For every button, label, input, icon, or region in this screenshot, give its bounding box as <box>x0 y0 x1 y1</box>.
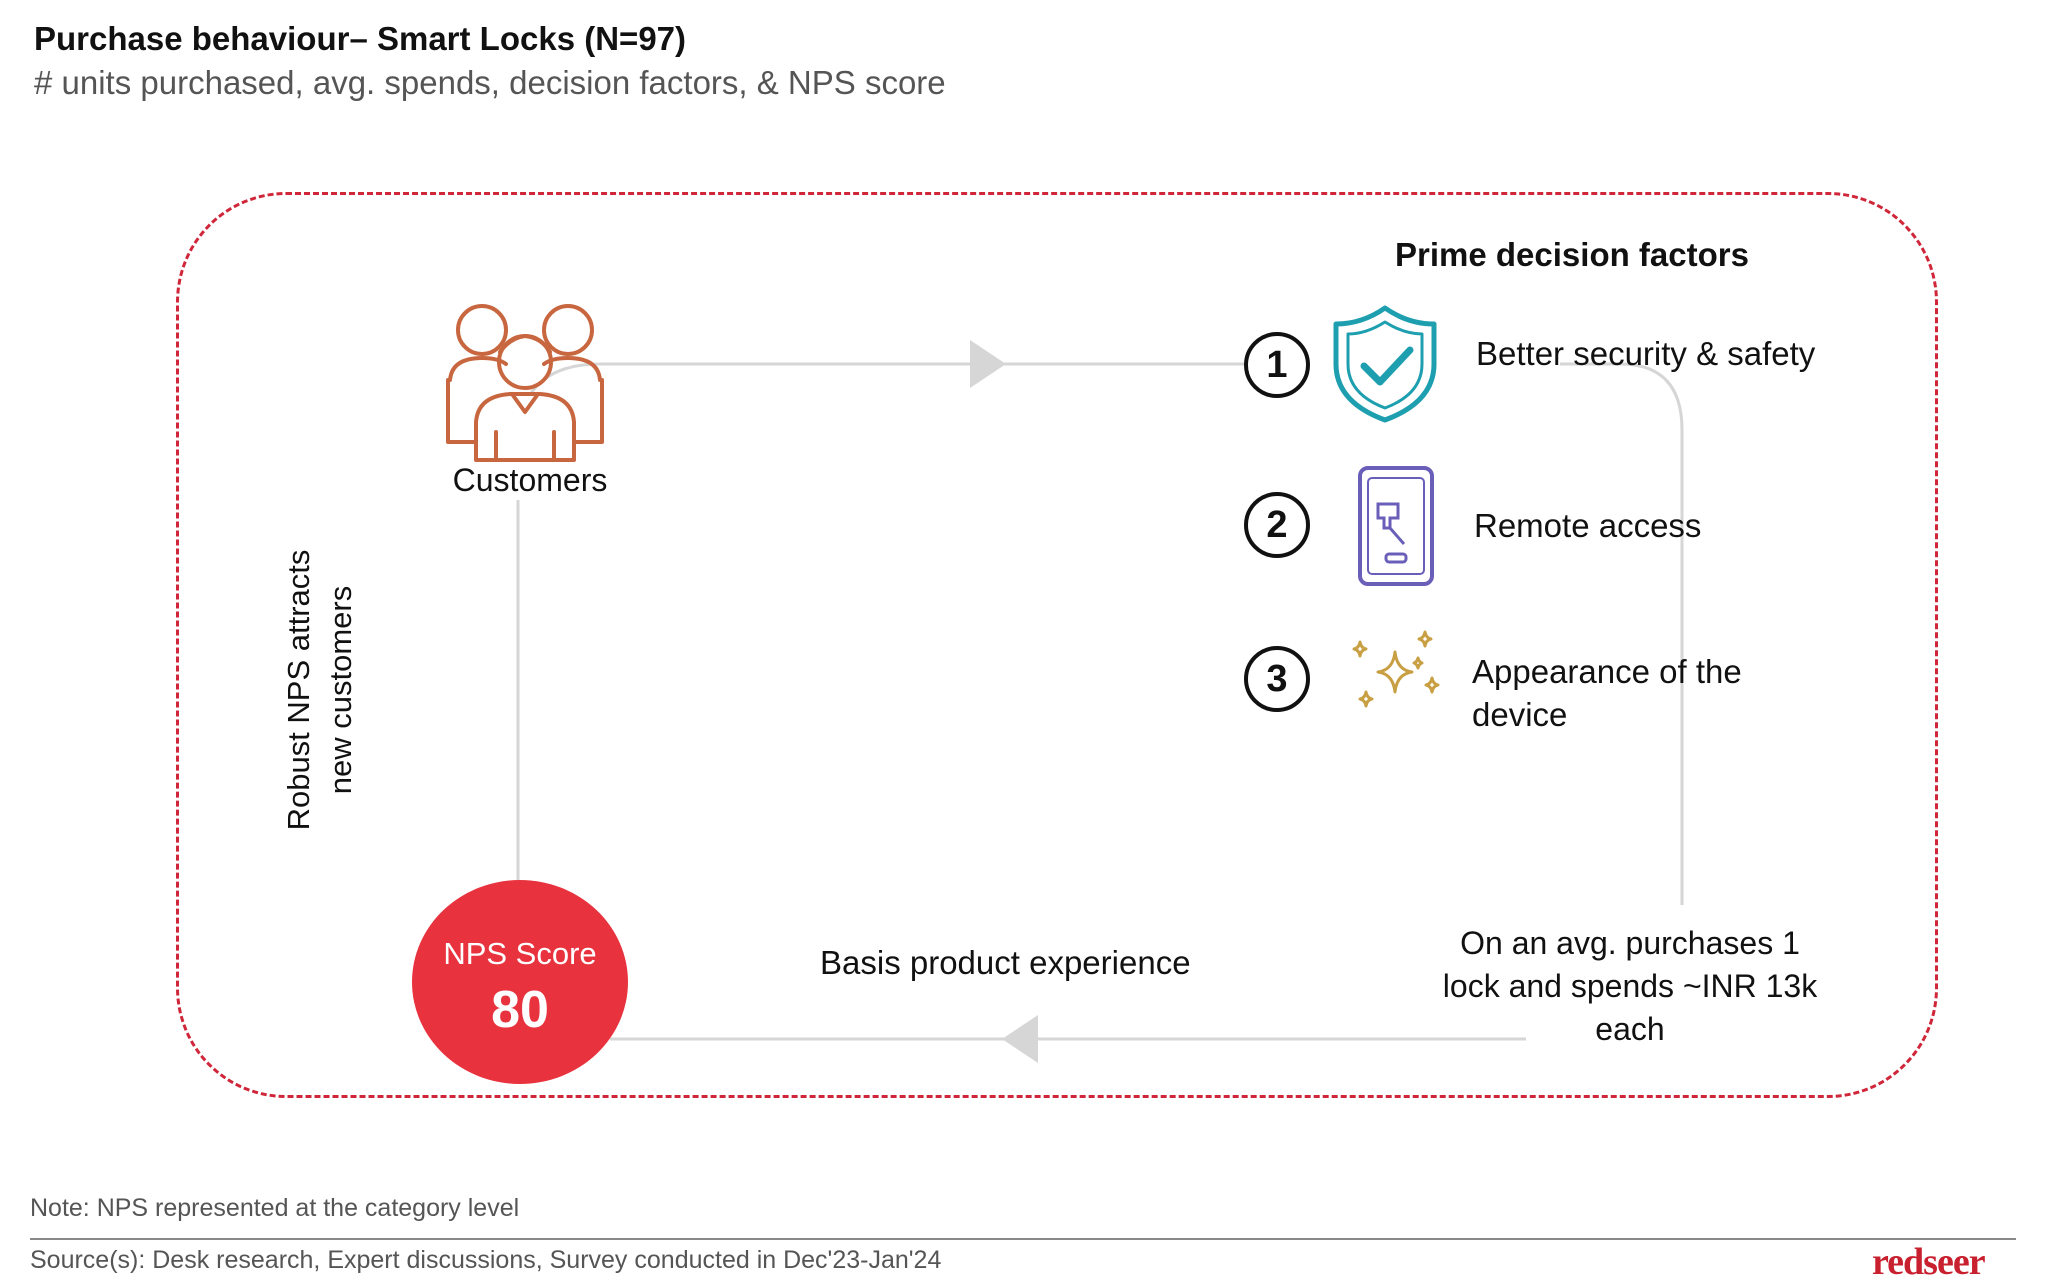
side-label: Robust NPS attracts new customers <box>270 490 370 890</box>
nps-score-label: NPS Score <box>443 936 597 971</box>
nps-score-value: 80 <box>491 981 549 1039</box>
factor-number-1: 1 <box>1244 332 1310 398</box>
side-label-line-1: Robust NPS attracts <box>281 549 316 831</box>
source-note: Source(s): Desk research, Expert discuss… <box>30 1246 942 1274</box>
customers-label: Customers <box>452 462 608 498</box>
purchase-caption: On an avg. purchases 1 lock and spends ~… <box>1442 925 1818 1047</box>
factor-label-3: Appearance of the device <box>1472 653 1742 733</box>
redseer-logo: redseer <box>1872 1241 1986 1283</box>
arrow-right-icon <box>970 340 1006 388</box>
factor-number-3: 3 <box>1244 646 1310 712</box>
page-subtitle: # units purchased, avg. spends, decision… <box>34 64 946 101</box>
experience-caption: Basis product experience <box>820 944 1191 981</box>
nps-score-badge: NPS Score 80 <box>412 880 628 1084</box>
cycle-frame <box>176 192 1938 1098</box>
page-title: Purchase behaviour– Smart Locks (N=97) <box>34 20 687 57</box>
footnote: Note: NPS represented at the category le… <box>30 1194 520 1222</box>
sparkles-icon <box>1352 630 1440 708</box>
customers-icon <box>446 304 604 462</box>
side-label-line-2: new customers <box>323 585 358 795</box>
arrow-left-icon <box>1002 1015 1038 1063</box>
footer-divider <box>30 1238 2016 1240</box>
shield-check-icon <box>1333 305 1437 423</box>
factor-label-2: Remote access <box>1474 507 1702 544</box>
factor-label-1: Better security & safety <box>1476 335 1816 372</box>
smartphone-icon <box>1358 466 1434 586</box>
factor-number-2: 2 <box>1244 492 1310 558</box>
decision-factors-heading: Prime decision factors <box>1395 236 1749 273</box>
